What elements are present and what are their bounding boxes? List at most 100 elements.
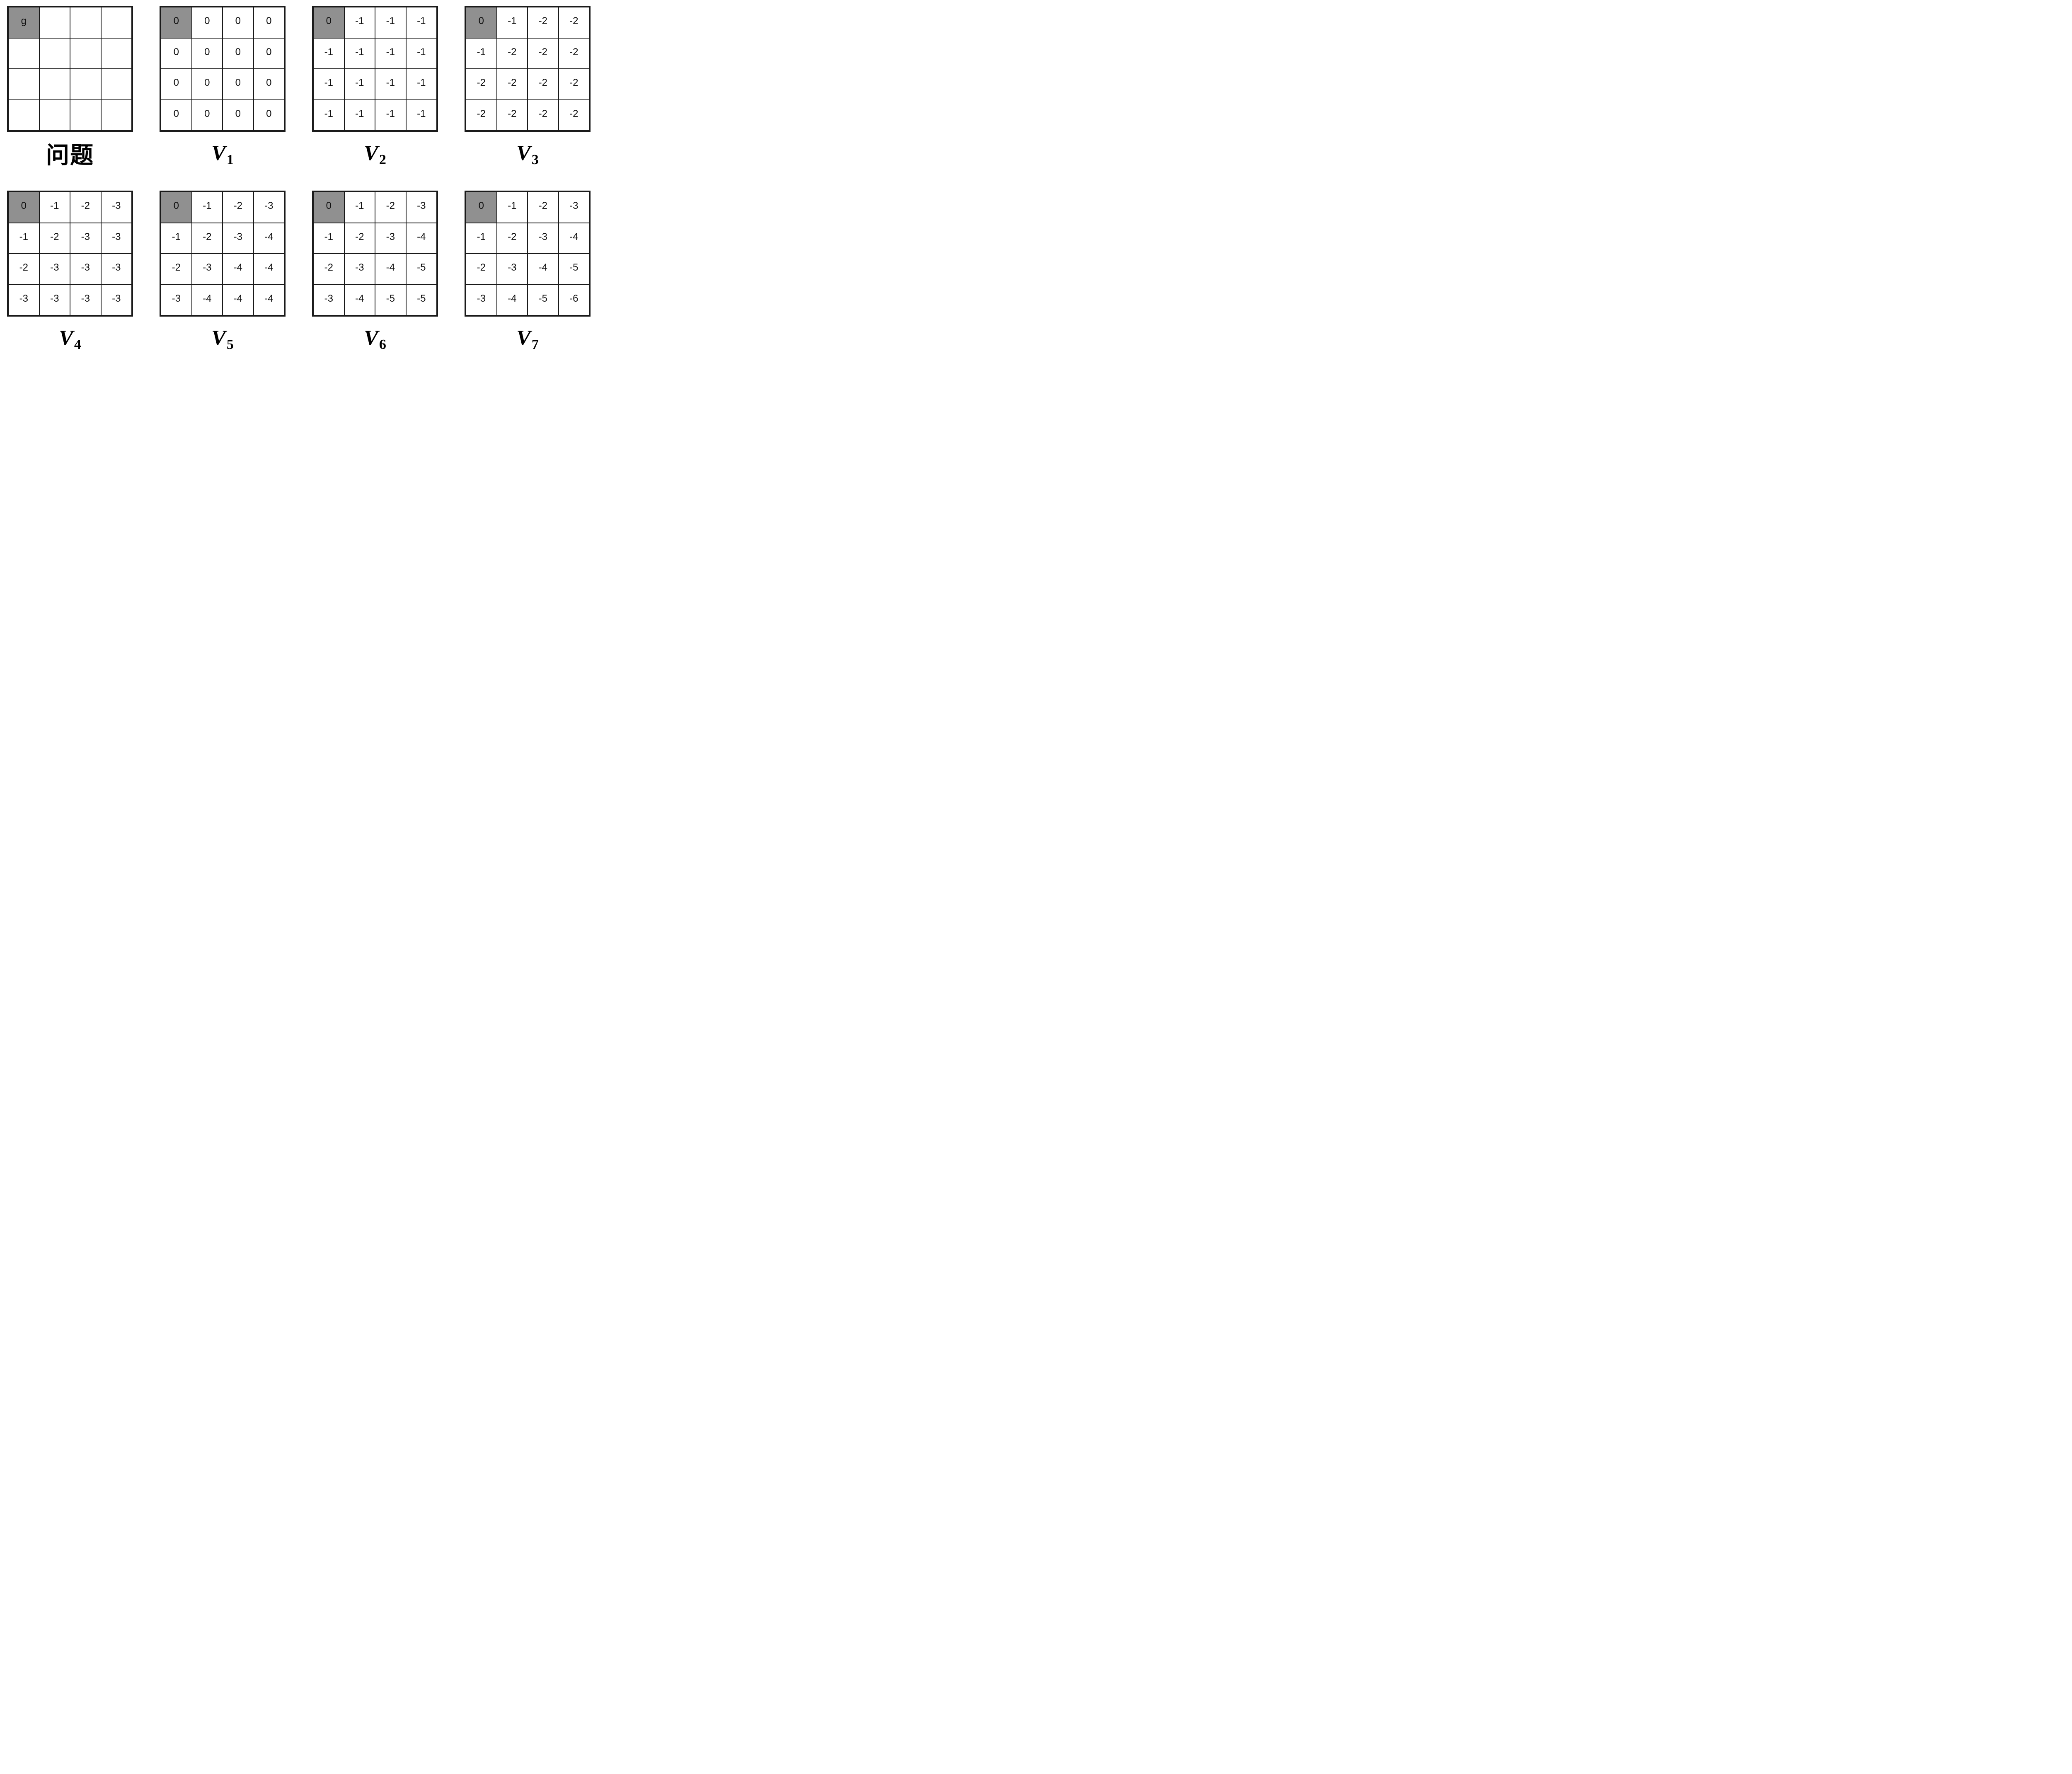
grid-cell-problem-r3c0: [8, 99, 39, 131]
grid-cell-v7-r2c1: -3: [496, 254, 528, 285]
grid-cell-v5-r1c3: -4: [253, 223, 284, 254]
grid-cell-v3-r1c3: -2: [558, 38, 589, 69]
goal-cell-v1-r0c0: 0: [161, 7, 192, 38]
grid-cell-v7-r1c2: -3: [528, 223, 559, 254]
panel-problem: g 问题: [7, 6, 133, 171]
grid-cell-v3-r1c2: -2: [528, 38, 559, 69]
grid-cell-v2-r0c2: -1: [375, 7, 406, 38]
caption-variable-v4: V: [59, 326, 73, 350]
grid-cell-v3-r2c1: -2: [496, 69, 528, 100]
grid-v4: 0-1-2-3-1-2-3-3-2-3-3-3-3-3-3-3: [7, 191, 133, 317]
grid-cell-v5-r3c1: -4: [191, 284, 223, 315]
grid-cell-v1-r2c1: 0: [191, 69, 223, 100]
grid-cell-v5-r3c2: -4: [223, 284, 254, 315]
grid-cell-v2-r1c3: -1: [406, 38, 437, 69]
grid-problem: g: [7, 6, 133, 132]
grid-cell-v4-r3c1: -3: [39, 284, 70, 315]
grid-cell-problem-r2c2: [70, 69, 101, 100]
grid-cell-problem-r3c2: [70, 99, 101, 131]
grid-cell-v6-r2c0: -2: [313, 254, 344, 285]
grid-cell-v7-r2c0: -2: [466, 254, 497, 285]
goal-cell-v7-r0c0: 0: [466, 192, 497, 223]
grid-cell-v3-r3c3: -2: [558, 99, 589, 131]
caption-variable-v3: V: [516, 141, 531, 165]
grid-cell-v6-r1c0: -1: [313, 223, 344, 254]
grid-cell-v4-r2c3: -3: [101, 254, 132, 285]
caption-variable-v1: V: [211, 141, 226, 165]
grid-cell-v4-r3c3: -3: [101, 284, 132, 315]
grid-cell-v1-r3c3: 0: [253, 99, 284, 131]
grid-cell-v7-r1c0: -1: [466, 223, 497, 254]
grid-cell-v1-r2c2: 0: [223, 69, 254, 100]
grid-cell-v1-r2c3: 0: [253, 69, 284, 100]
grid-cell-v3-r0c1: -1: [496, 7, 528, 38]
grid-cell-v7-r3c1: -4: [496, 284, 528, 315]
grid-cell-v4-r2c0: -2: [8, 254, 39, 285]
grid-cell-v6-r0c2: -2: [375, 192, 406, 223]
grid-cell-v2-r1c2: -1: [375, 38, 406, 69]
grid-cell-v4-r0c1: -1: [39, 192, 70, 223]
grid-cell-v5-r2c3: -4: [253, 254, 284, 285]
grid-cell-v6-r2c1: -3: [344, 254, 375, 285]
grid-cell-v6-r1c1: -2: [344, 223, 375, 254]
grid-cell-v5-r1c0: -1: [161, 223, 192, 254]
grid-cell-v7-r3c3: -6: [558, 284, 589, 315]
grid-cell-v6-r2c2: -4: [375, 254, 406, 285]
grid-cell-v3-r3c1: -2: [496, 99, 528, 131]
caption-text-problem: 问题: [46, 143, 94, 169]
goal-cell-v4-r0c0: 0: [8, 192, 39, 223]
grid-cell-v4-r3c2: -3: [70, 284, 101, 315]
caption-subscript-v6: 6: [379, 337, 386, 352]
grid-cell-v1-r3c2: 0: [223, 99, 254, 131]
grid-cell-v4-r3c0: -3: [8, 284, 39, 315]
caption-subscript-v7: 7: [531, 337, 539, 352]
grid-cell-v3-r0c2: -2: [528, 7, 559, 38]
goal-cell-problem-r0c0: g: [8, 7, 39, 38]
grid-cell-v6-r3c3: -5: [406, 284, 437, 315]
grid-cell-v2-r1c1: -1: [344, 38, 375, 69]
grid-cell-v3-r0c3: -2: [558, 7, 589, 38]
grid-cell-problem-r2c1: [39, 69, 70, 100]
grid-cell-problem-r1c2: [70, 38, 101, 69]
goal-cell-v2-r0c0: 0: [313, 7, 344, 38]
grid-cell-v7-r1c3: -4: [558, 223, 589, 254]
grid-cell-v5-r0c1: -1: [191, 192, 223, 223]
grid-cell-v2-r0c3: -1: [406, 7, 437, 38]
grid-cell-v7-r3c0: -3: [466, 284, 497, 315]
grid-cell-problem-r3c3: [101, 99, 132, 131]
grid-cell-v7-r2c3: -5: [558, 254, 589, 285]
caption-variable-v7: V: [516, 326, 531, 350]
grid-v3: 0-1-2-2-1-2-2-2-2-2-2-2-2-2-2-2: [465, 6, 591, 132]
grid-cell-v6-r3c2: -5: [375, 284, 406, 315]
grid-cell-v2-r3c3: -1: [406, 99, 437, 131]
grid-cell-v5-r0c2: -2: [223, 192, 254, 223]
grid-cell-v6-r1c2: -3: [375, 223, 406, 254]
grid-cell-problem-r2c3: [101, 69, 132, 100]
grid-cell-v1-r3c1: 0: [191, 99, 223, 131]
grid-v6: 0-1-2-3-1-2-3-4-2-3-4-5-3-4-5-5: [312, 191, 438, 317]
goal-cell-v3-r0c0: 0: [466, 7, 497, 38]
grid-cell-v7-r1c1: -2: [496, 223, 528, 254]
caption-problem: 问题: [46, 136, 94, 171]
grid-cell-v4-r2c2: -3: [70, 254, 101, 285]
grid-cell-v1-r2c0: 0: [161, 69, 192, 100]
grid-cell-v4-r1c3: -3: [101, 223, 132, 254]
grid-cell-v3-r1c1: -2: [496, 38, 528, 69]
grid-cell-v2-r0c1: -1: [344, 7, 375, 38]
grid-cell-v3-r2c0: -2: [466, 69, 497, 100]
grid-cell-v3-r2c3: -2: [558, 69, 589, 100]
grid-cell-v4-r0c2: -2: [70, 192, 101, 223]
grid-cell-v3-r3c2: -2: [528, 99, 559, 131]
